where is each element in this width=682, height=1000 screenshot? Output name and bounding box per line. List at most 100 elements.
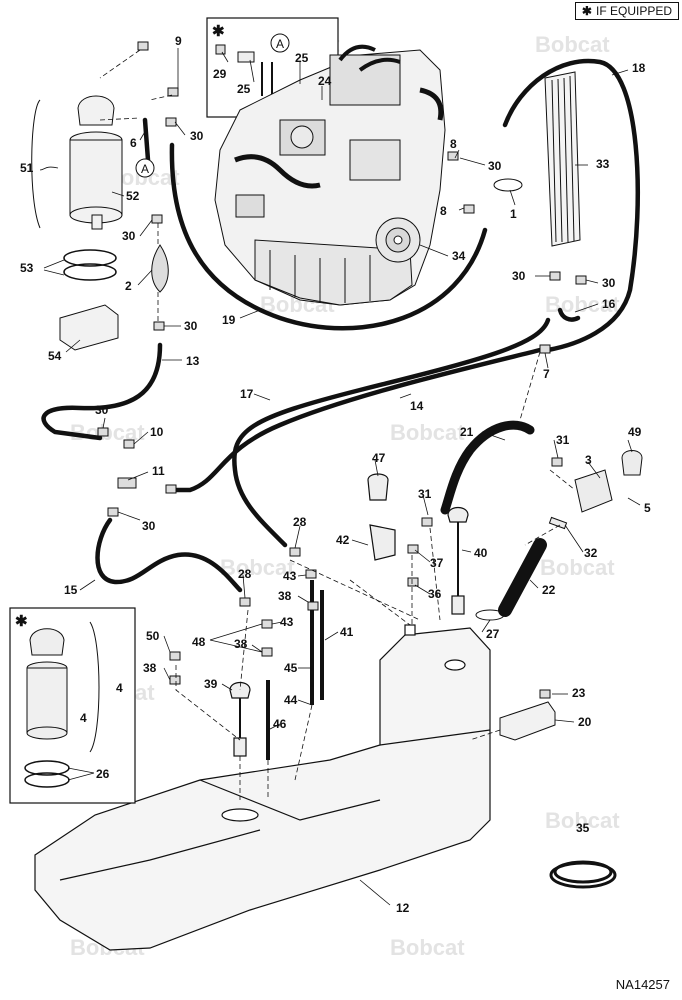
callout-label: 30 [488, 159, 502, 173]
callout-label: 3 [585, 453, 592, 467]
callout-label: 38 [143, 661, 157, 675]
tank-bracket [499, 701, 556, 741]
optional-marker: ✱ [15, 613, 28, 630]
callout-label: 39 [204, 677, 218, 691]
section-marker-label: A [141, 162, 149, 176]
fuel-tank [34, 624, 491, 951]
fuel-filter-assembly [31, 95, 123, 230]
filler-parts [475, 450, 643, 621]
callout-label: 52 [126, 189, 140, 203]
section-marker: A [276, 37, 284, 51]
callout-label: 30 [142, 519, 156, 533]
callout-label: 30 [95, 403, 109, 417]
watermark: Bobcat [220, 555, 295, 580]
clamps [63, 249, 117, 281]
callout-label: 25 [237, 82, 251, 96]
callouts: 9 29 25 25 24 18 6 30 51 52 8 30 8 33 1 … [20, 34, 651, 915]
watermark: Bobcat [545, 292, 620, 317]
callout-label: 33 [596, 157, 610, 171]
callout-label: 12 [396, 901, 410, 915]
optional-marker: ✱ [212, 23, 225, 40]
callout-label: 31 [418, 487, 432, 501]
fittings [97, 41, 587, 699]
callout-label: 19 [222, 313, 236, 327]
callout-label: 53 [20, 261, 34, 275]
callout-label: 6 [130, 136, 137, 150]
callout-label: 41 [340, 625, 354, 639]
callout-label: 43 [283, 569, 297, 583]
section-marker-a: A [135, 158, 155, 178]
callout-label: 8 [450, 137, 457, 151]
callout-label: 1 [510, 207, 517, 221]
callout-label: 13 [186, 354, 200, 368]
callout-label: 42 [336, 533, 350, 547]
callout-label: 38 [278, 589, 292, 603]
callout-label: 40 [474, 546, 488, 560]
dashed-leaders [99, 49, 576, 800]
callout-label: 16 [602, 297, 616, 311]
callout-label: 49 [628, 425, 642, 439]
watermark: Bobcat [540, 555, 615, 580]
callout-label: 30 [602, 276, 616, 290]
callout-label: 10 [150, 425, 164, 439]
callout-label: 8 [440, 204, 447, 218]
primer-bulb [151, 244, 169, 293]
callout-label: 5 [644, 501, 651, 515]
callout-label: 36 [428, 587, 442, 601]
callout-label: 30 [184, 319, 198, 333]
hoses [41, 58, 640, 889]
callout-label: 32 [584, 546, 598, 560]
callout-label: 27 [486, 627, 500, 641]
legend-text: IF EQUIPPED [595, 4, 672, 18]
callout-label: 2 [125, 279, 132, 293]
callout-label: 29 [213, 67, 227, 81]
callout-label: 47 [372, 451, 386, 465]
callout-label: 15 [64, 583, 78, 597]
callout-label: 4 [116, 681, 123, 695]
callout-label: 37 [430, 556, 444, 570]
callout-label: 45 [284, 661, 298, 675]
callout-label: 50 [146, 629, 160, 643]
callout-label: 9 [175, 34, 182, 48]
callout-leaders [39, 48, 641, 906]
document-number: NA14257 [615, 977, 670, 992]
callout-label: 44 [284, 693, 298, 707]
callout-label: 46 [273, 717, 287, 731]
callout-label: 11 [152, 464, 165, 478]
callout-label: 24 [318, 74, 332, 88]
callout-label: 28 [238, 567, 252, 581]
callout-label: 54 [48, 349, 62, 363]
legend-if-equipped: ✱IF EQUIPPED [574, 2, 679, 20]
callout-label: 20 [578, 715, 592, 729]
callout-label: 18 [632, 61, 646, 75]
watermark: Bobcat [390, 935, 465, 960]
callout-label: 34 [452, 249, 466, 263]
callout-label: 21 [460, 425, 474, 439]
callout-label: 14 [410, 399, 424, 413]
callout-label: 35 [576, 821, 590, 835]
callout-label: 31 [556, 433, 570, 447]
callout-label: 43 [280, 615, 294, 629]
callout-label: 48 [192, 635, 206, 649]
callout-label: 30 [122, 229, 136, 243]
watermark: Bobcat [390, 420, 465, 445]
callout-label: 30 [190, 129, 204, 143]
callout-label: 23 [572, 686, 586, 700]
fuel-cooler [544, 71, 581, 247]
callout-label: 7 [543, 367, 550, 381]
watermark: Bobcat [535, 32, 610, 57]
inset-detail-bottom: ✱ [9, 607, 136, 804]
engine [214, 44, 446, 306]
callout-label: 4 [80, 711, 87, 725]
callout-label: 25 [295, 51, 309, 65]
callout-label: 30 [512, 269, 526, 283]
callout-label: 26 [96, 767, 110, 781]
watermark: Bobcat [545, 808, 620, 833]
callout-label: 51 [20, 161, 34, 175]
bracket [59, 304, 119, 351]
callout-label: 17 [240, 387, 254, 401]
callout-label: 28 [293, 515, 307, 529]
callout-label: 38 [234, 637, 248, 651]
